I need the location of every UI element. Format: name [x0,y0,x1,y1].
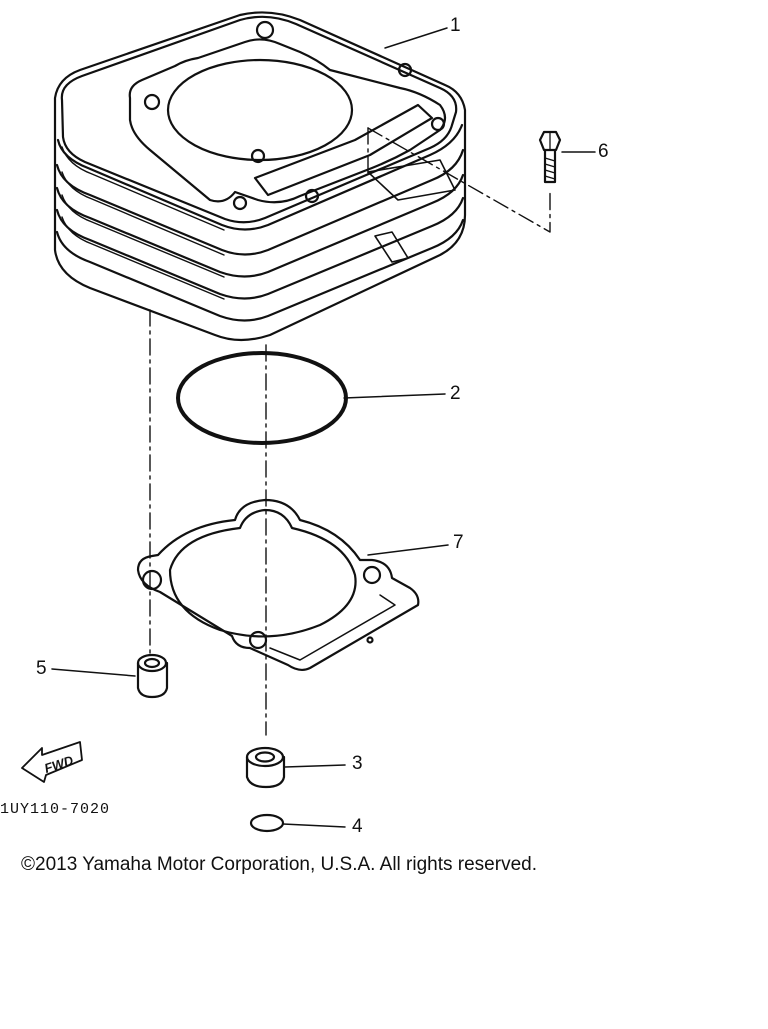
copyright-notice: ©2013 Yamaha Motor Corporation, U.S.A. A… [21,854,537,875]
callout-6: 6 [598,141,609,162]
dowel-pin-part-3 [245,746,286,789]
fwd-label: FWD [42,752,75,776]
assembly-lines [149,127,551,736]
dowel-pin-part-5 [136,653,169,699]
leader-lines [51,27,596,828]
bolt-part [538,130,562,184]
callout-4: 4 [352,816,363,837]
o-ring-part [176,351,348,445]
callout-7: 7 [453,532,464,553]
fwd-arrow-icon: FWD [21,741,83,783]
callout-5: 5 [36,658,47,679]
small-o-ring-part [249,813,285,833]
base-gasket-part [136,498,420,672]
callout-1: 1 [450,15,461,36]
drawing-code: 1UY110-7020 [0,801,111,818]
callout-2: 2 [450,383,461,404]
callout-3: 3 [352,753,363,774]
cylinder-part [53,11,467,342]
